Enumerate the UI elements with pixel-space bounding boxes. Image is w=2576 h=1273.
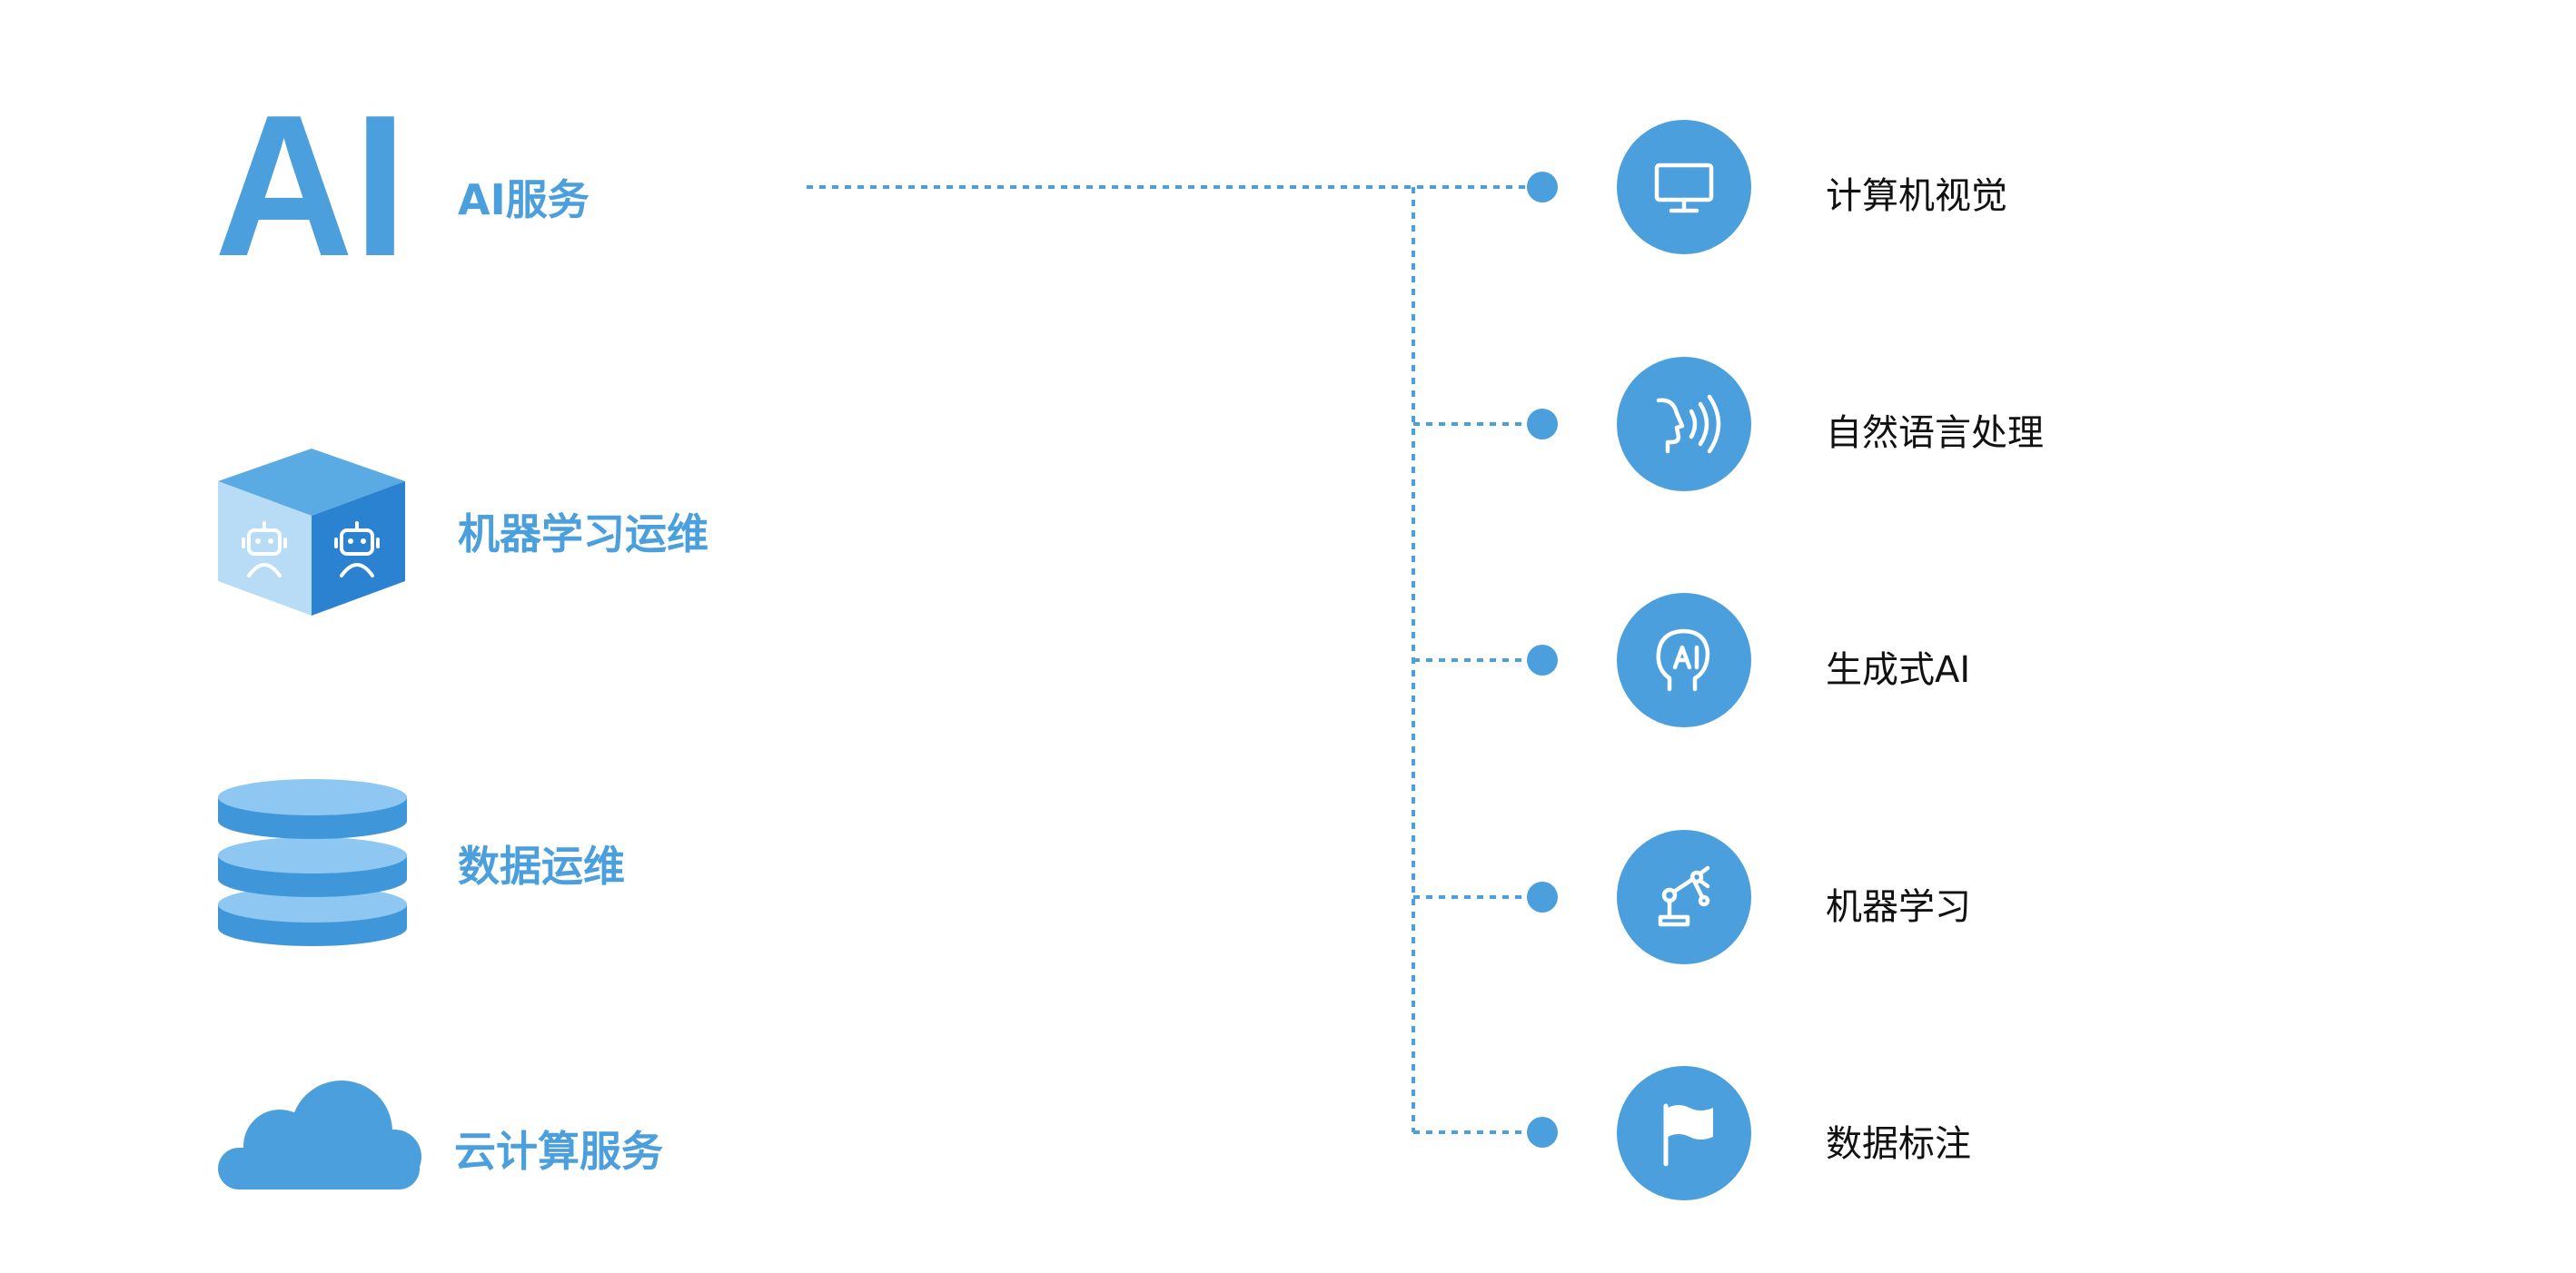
left-item-ml-ops: 机器学习运维 <box>458 509 708 558</box>
service-label-nlp: 自然语言处理 <box>1826 412 2044 454</box>
flag-icon <box>1663 1103 1713 1167</box>
voice-icon <box>1656 394 1721 454</box>
service-icon-circle <box>1617 593 1751 727</box>
service-label-computer-vision: 计算机视觉 <box>1826 175 2007 217</box>
connector-dot <box>1527 172 1558 202</box>
service-label-generative-ai: 生成式AI <box>1826 649 1971 691</box>
connector-dot <box>1527 409 1558 439</box>
database-stack-icon <box>218 779 407 946</box>
connector-dot <box>1527 1117 1558 1148</box>
left-item-data-ops: 数据运维 <box>458 842 625 891</box>
service-icon-circle <box>1617 1066 1751 1200</box>
service-label-machine-learning: 机器学习 <box>1826 886 1971 928</box>
left-item-cloud-services: 云计算服务 <box>454 1127 663 1176</box>
connector-dot <box>1527 645 1558 676</box>
left-item-ai-services: AI服务 <box>458 175 590 224</box>
ai-logo-text: AI <box>214 105 407 260</box>
service-label-data-annotation: 数据标注 <box>1826 1123 1971 1165</box>
robot-arm-icon <box>1658 865 1710 927</box>
cloud-icon <box>218 1081 421 1189</box>
ml-ops-cube-icon <box>218 449 405 616</box>
ai-head-icon <box>1656 628 1710 692</box>
service-icon-circle <box>1617 830 1751 964</box>
ai-logo-icon: AI <box>214 105 407 260</box>
connector-dot <box>1527 882 1558 913</box>
monitor-icon <box>1654 163 1714 213</box>
service-icon-circle <box>1617 357 1751 491</box>
service-icon-circle <box>1617 120 1751 254</box>
